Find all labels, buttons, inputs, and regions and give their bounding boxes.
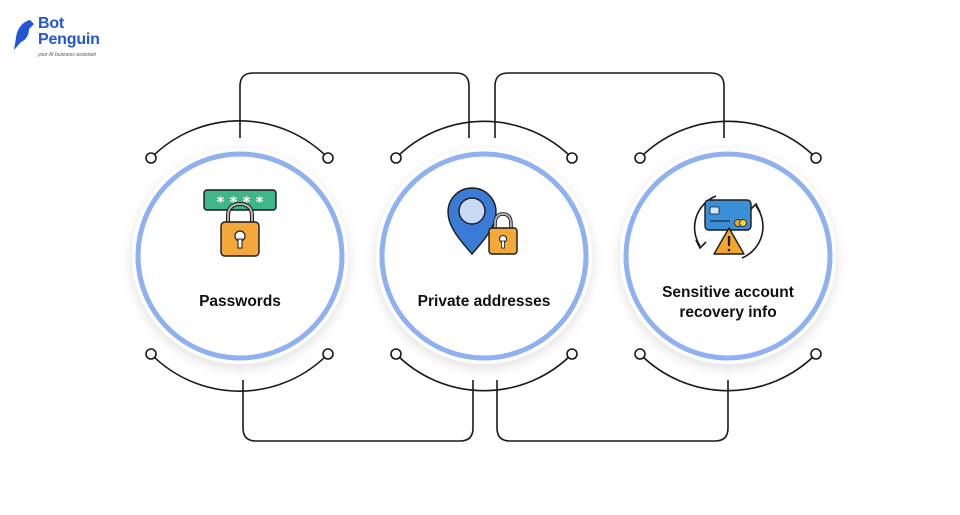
penguin-logo-icon <box>14 20 34 50</box>
item-label-account-recovery: Sensitive account recovery info <box>662 284 794 321</box>
item-circle-private-addresses <box>376 120 592 392</box>
item-circle-passwords: * * * * <box>132 120 348 392</box>
logo-text-line1: Bot <box>38 15 65 32</box>
item-circle-account-recovery <box>620 120 836 392</box>
botpenguin-logo: Bot Penguin your AI business assistant <box>12 16 122 64</box>
card-recovery-warning-icon <box>693 195 764 259</box>
logo-text-line2: Penguin <box>38 31 100 48</box>
location-lock-icon <box>447 187 518 256</box>
password-lock-icon: * * * * <box>203 189 277 257</box>
logo-tagline: your AI business assistant <box>38 52 96 58</box>
item-label-private-addresses: Private addresses <box>417 293 551 310</box>
connector-lines <box>239 72 729 442</box>
svg-text:* * * *: * * * * <box>216 193 263 211</box>
item-label-passwords: Passwords <box>199 293 281 310</box>
